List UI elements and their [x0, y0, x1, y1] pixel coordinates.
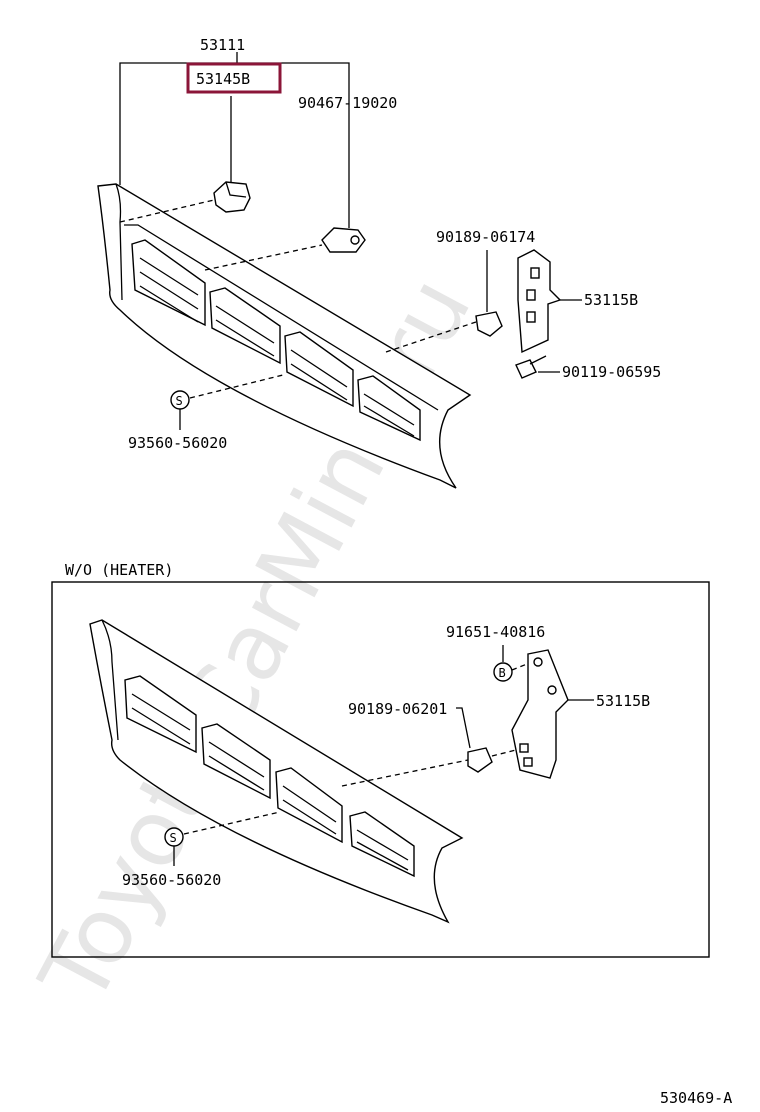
grille-vents-bottom — [124, 675, 415, 878]
symbol-s-top: S — [170, 390, 190, 410]
leader-clip-bottom — [456, 707, 471, 749]
clip-53145b — [213, 96, 251, 213]
leader-clip-bracket — [491, 749, 517, 757]
svg-text:S: S — [176, 394, 183, 408]
bolt-label: 91651-40816 — [446, 623, 545, 641]
symbol-s-bottom: S — [164, 827, 184, 847]
nut-top-label: 93560-56020 — [128, 434, 227, 452]
grille-bottom — [89, 619, 464, 924]
clip-bottom-label: 90189-06201 — [348, 700, 447, 718]
symbol-b-bottom: B — [493, 662, 513, 682]
highlighted-part-label: 53145B — [196, 70, 250, 88]
bracket-53115b-top — [517, 249, 562, 354]
figure-code: 530469-A — [660, 1089, 732, 1107]
leader-bolt-to-bracket — [511, 661, 533, 671]
svg-text:S: S — [170, 831, 177, 845]
nut-bottom-label: 93560-56020 — [122, 871, 221, 889]
highlight-box — [186, 62, 282, 94]
clip-90189-06174 — [475, 311, 503, 337]
bracket-bottom-label: 53115B — [596, 692, 650, 710]
assembly-part-label: 53111 — [200, 36, 245, 54]
svg-text:B: B — [499, 666, 506, 680]
clip-mid-label: 90189-06174 — [436, 228, 535, 246]
bottom-title: W/O (HEATER) — [65, 561, 173, 579]
grille-vents-top — [131, 239, 421, 442]
leader-nut-top — [189, 374, 284, 399]
screw-label: 90119-06595 — [562, 363, 661, 381]
clip-90467-19020 — [321, 227, 366, 253]
screw-90119-06595 — [515, 355, 547, 379]
clip-90189-06201 — [467, 747, 493, 773]
bracket-top-label: 53115B — [584, 291, 638, 309]
leader-nut-bottom — [183, 811, 281, 835]
grille-top — [97, 183, 472, 489]
leader-clip-to-grille — [385, 321, 477, 353]
leader-53145b — [119, 199, 215, 223]
leader-clip-bottom-grille — [341, 759, 469, 787]
bracket-53115b-bottom — [511, 649, 569, 779]
bottom-frame — [51, 581, 710, 958]
leader-90467 — [204, 244, 323, 271]
clip-upper-label: 90467-19020 — [298, 94, 397, 112]
